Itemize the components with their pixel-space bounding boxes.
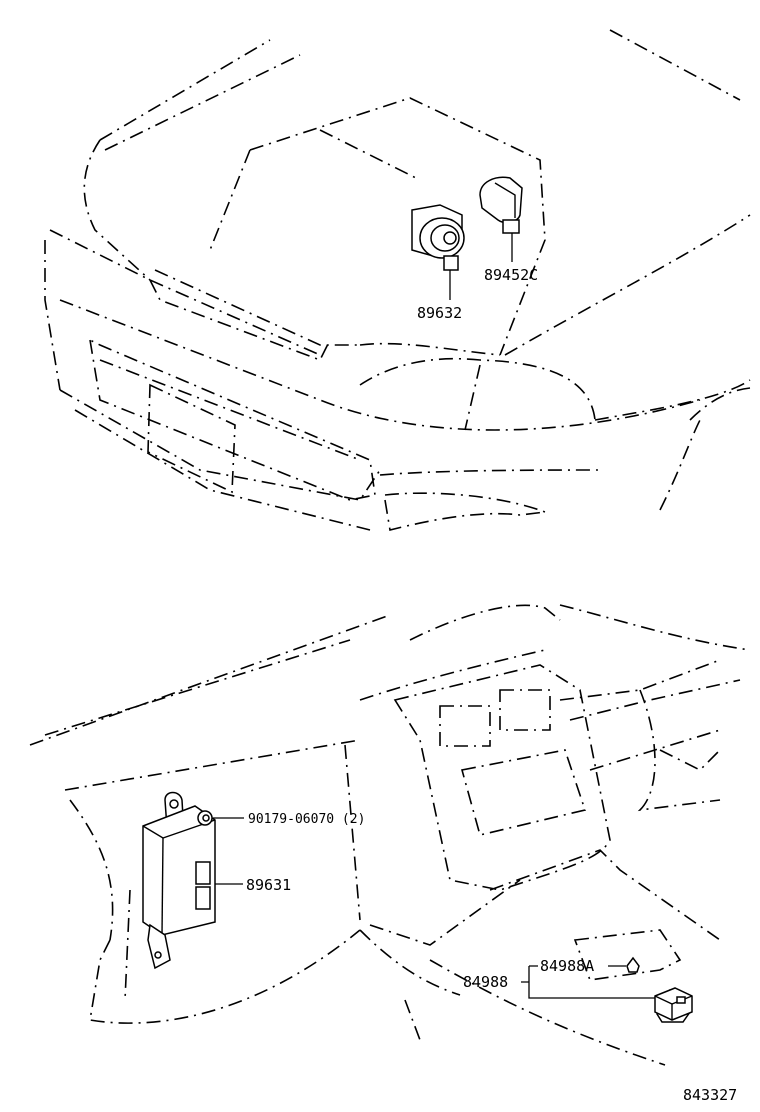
figure-number: 843327 [683, 1086, 737, 1104]
car-front-outline [44, 29, 751, 531]
part-84988-drawing [654, 987, 693, 1023]
dashboard-outline [29, 604, 751, 1066]
part-89631-drawing [142, 791, 216, 970]
leader-84988 [521, 965, 655, 999]
part-89632-drawing [411, 204, 465, 300]
label-84988: 84988 [463, 973, 508, 991]
label-90179: 90179-06070 (2) [248, 812, 365, 827]
part-90179-drawing [197, 810, 213, 826]
label-84988a: 84988A [540, 957, 594, 975]
label-89631: 89631 [246, 876, 291, 894]
part-84988a-drawing [608, 956, 640, 973]
part-89452c-drawing [479, 176, 523, 262]
label-89452c: 89452C [484, 266, 538, 284]
label-89632: 89632 [417, 304, 462, 322]
